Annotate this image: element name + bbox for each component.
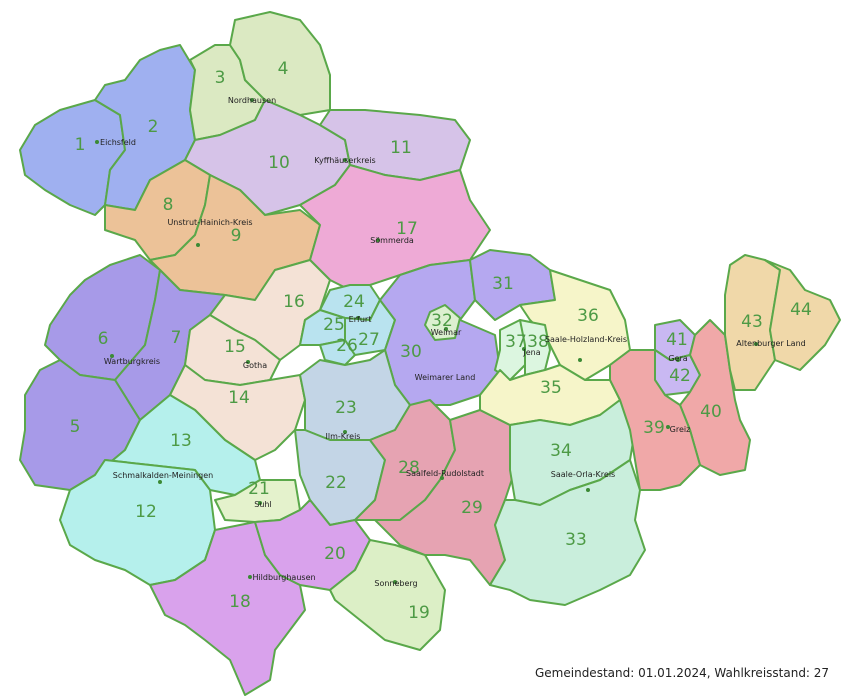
constituency-number: 4 [278,59,289,79]
district-label-soemmerda: Sömmerda [370,236,414,245]
constituency-26-area[interactable] [319,339,356,366]
district-seat-dots [95,98,758,584]
district-label-saale-orla-kreis: Saale-Orla-Kreis [551,470,615,479]
constituency-number: 21 [248,479,270,499]
district-label-jena: Jena [522,348,540,357]
district-label-erfurt: Erfurt [349,315,372,324]
constituency-number: 36 [577,306,599,326]
constituency-44-area[interactable] [764,259,841,371]
constituency-number: 43 [741,312,763,332]
constituency-number: 32 [431,311,453,331]
constituency-number: 37 [505,332,527,352]
constituency-number: 12 [135,502,157,522]
constituency-number: 28 [398,458,420,478]
constituency-number: 44 [790,300,812,320]
constituency-39-area[interactable] [609,349,701,491]
constituency-number: 42 [669,366,691,386]
constituency-number: 39 [643,418,665,438]
district-label-kyffhaeuserkreis: Kyffhäuserkreis [314,156,375,165]
district-name-labels: Eichsfeld Nordhausen Kyffhäuserkreis Uns… [100,96,806,588]
district-label-nordhausen: Nordhausen [228,96,276,105]
district-label-altenburger-land: Altenburger Land [736,339,805,348]
constituency-32-area[interactable] [424,304,461,341]
district-label-unstrut-hainich-kreis: Unstrut-Hainich-Kreis [167,218,252,227]
constituency-number: 38 [527,332,549,352]
constituency-number: 2 [148,117,159,137]
district-label-saale-holzland-kreis: Saale-Holzland-Kreis [545,335,627,344]
constituency-number: 11 [390,138,412,158]
constituency-number: 14 [228,388,250,408]
constituency-number: 20 [324,544,346,564]
constituency-number: 35 [540,378,562,398]
constituency-number: 16 [283,292,305,312]
constituency-number: 5 [70,417,81,437]
district-label-suhl: Suhl [254,500,271,509]
district-label-greiz: Greiz [670,425,691,434]
constituency-number: 10 [268,153,290,173]
constituency-18-area[interactable] [149,521,306,696]
constituency-number: 13 [170,431,192,451]
constituency-4-area[interactable] [229,11,331,116]
district-label-saalfeld-rudolstadt: Saalfeld-Rudolstadt [406,469,484,478]
constituency-number: 31 [492,274,514,294]
constituency-number: 24 [343,292,365,312]
constituency-number: 18 [229,592,251,612]
constituency-number: 1 [75,135,86,155]
district-label-ilm-kreis: Ilm-Kreis [326,432,361,441]
constituency-number: 33 [565,530,587,550]
constituency-number: 41 [666,330,688,350]
district-label-wartburgkreis: Wartburgkreis [104,357,160,366]
constituency-number: 26 [336,336,358,356]
district-label-sonneberg: Sonneberg [374,579,417,588]
constituency-number: 29 [461,498,483,518]
data-status-footer: Gemeindestand: 01.01.2024, Wahlkreisstan… [535,666,830,680]
constituency-number: 6 [98,329,109,349]
constituency-number-labels: 1 2 3 4 5 6 7 8 9 10 11 12 13 14 15 16 1… [70,59,812,623]
constituency-number: 17 [396,219,418,239]
district-label-weimar: Weimar [431,328,462,337]
district-label-hildburghausen: Hildburghausen [252,573,315,582]
constituency-number: 27 [358,330,380,350]
district-label-eichsfeld: Eichsfeld [100,138,136,147]
constituency-19-area[interactable] [329,539,446,651]
constituency-number: 30 [400,342,422,362]
constituency-number: 19 [408,603,430,623]
constituency-number: 7 [171,328,182,348]
constituency-number: 3 [215,68,226,88]
constituency-number: 34 [550,441,572,461]
constituency-11-area[interactable] [319,109,471,181]
constituency-number: 40 [700,402,722,422]
constituency-number: 23 [335,398,357,418]
district-label-weimarer-land: Weimarer Land [415,373,476,382]
district-label-gera: Gera [668,354,687,363]
district-label-schmalkalden-meiningen: Schmalkalden-Meiningen [113,471,214,480]
constituency-number: 25 [323,315,345,335]
constituency-number: 9 [231,226,242,246]
district-label-gotha: Gotha [243,361,267,370]
constituency-number: 8 [163,195,174,215]
constituency-number: 15 [224,337,246,357]
constituency-33-area[interactable] [489,459,646,606]
constituency-number: 22 [325,473,347,493]
